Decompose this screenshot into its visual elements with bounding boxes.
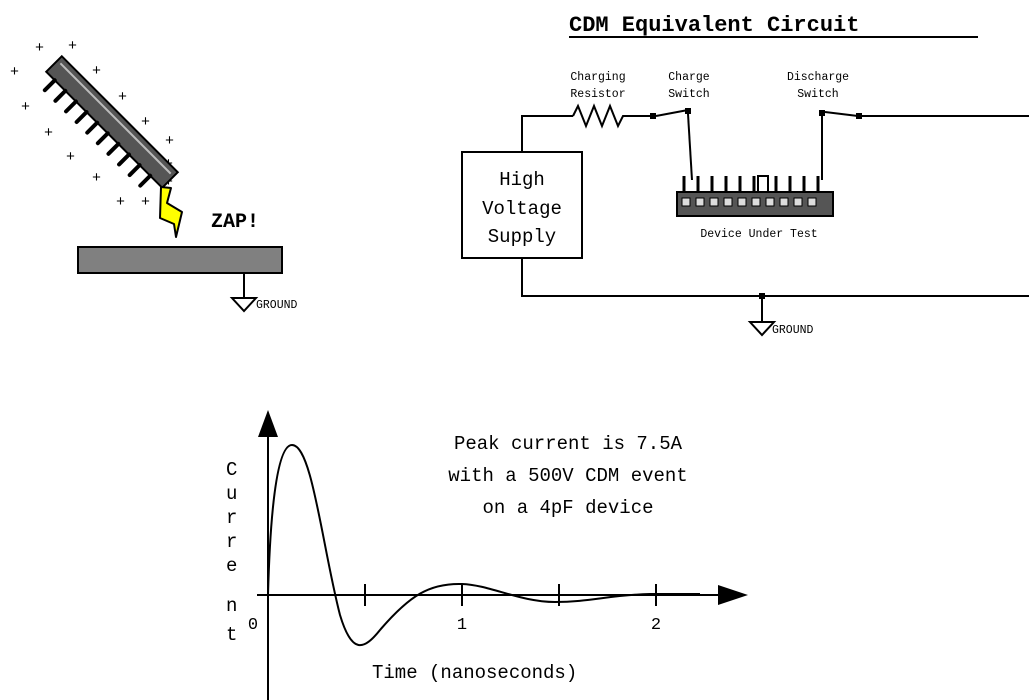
plus-signs: + + + + + + + + + + + + + + + [10, 38, 174, 211]
ground-icon [747, 321, 777, 337]
x-axis-arrow [718, 585, 748, 605]
graph-annotation-line: Peak current is 7.5A [454, 433, 683, 455]
supply-label-line: Supply [488, 226, 556, 248]
charge-switch-to-dut [687, 113, 693, 181]
y-axis-letter: n [226, 595, 237, 617]
x-tick-label: 0 [248, 616, 258, 635]
dut-notch [757, 175, 769, 192]
discharge-switch-contact [856, 113, 862, 119]
plus-sign: + [92, 170, 101, 187]
discharge-switch-pivot [819, 110, 825, 116]
plus-sign: + [21, 99, 30, 116]
y-axis-letter: t [226, 624, 237, 646]
dut-label: Device Under Test [700, 228, 817, 241]
discharge-switch-blade [824, 111, 859, 117]
device-under-test: Device Under Test [676, 175, 834, 241]
charging-resistor [572, 103, 652, 129]
charging-resistor-label: Resistor [570, 88, 625, 101]
charging-resistor-label: Charging [570, 71, 625, 84]
charge-switch-pivot [685, 108, 691, 114]
y-axis-letter: C [226, 459, 237, 481]
discharge-switch-label: Discharge [787, 71, 849, 84]
plus-sign: + [118, 89, 127, 106]
plus-sign: + [66, 149, 75, 166]
supply-label-line: Voltage [482, 198, 562, 220]
plus-sign: + [68, 38, 77, 55]
plus-sign: + [116, 194, 125, 211]
graph-annotation-line: with a 500V CDM event [448, 465, 687, 487]
supply-label-line: High [499, 169, 545, 191]
lightning-bolt-icon [159, 186, 183, 238]
ground-label: GROUND [256, 299, 298, 312]
tilted-chip [42, 54, 180, 190]
chip-pins [42, 78, 153, 188]
chip-body [44, 54, 180, 190]
ground-rail [521, 258, 1029, 297]
plus-sign: + [141, 194, 150, 211]
ground-icon [229, 297, 259, 313]
y-axis-letter: u [226, 483, 237, 505]
zap-label: ZAP! [211, 211, 259, 234]
y-axis-arrow [258, 410, 278, 437]
charged-device-illustration: + + + + + + + + + + + + + + + [10, 38, 298, 313]
plus-sign: + [10, 64, 19, 81]
plus-sign: + [92, 63, 101, 80]
plus-sign: + [165, 133, 174, 150]
dut-pins [682, 176, 820, 192]
current-waveform [267, 443, 700, 647]
plus-sign: + [35, 40, 44, 57]
supply-top-wire [521, 115, 573, 152]
graph-annotation-line: on a 4pF device [482, 497, 653, 519]
plus-sign: + [141, 114, 150, 131]
charge-switch-label: Charge [668, 71, 710, 84]
charge-switch-blade [655, 109, 689, 117]
x-tick-label: 1 [457, 616, 467, 635]
ground-plate [77, 246, 283, 274]
diagram-title: CDM Equivalent Circuit [569, 13, 859, 38]
discharge-switch-label: Switch [797, 88, 838, 101]
x-tick-label: 2 [651, 616, 661, 635]
dut-pin-windows [681, 197, 817, 207]
chip-highlight [59, 62, 172, 175]
charge-switch-label: Switch [668, 88, 709, 101]
y-axis-letter: r [226, 531, 237, 553]
charge-switch-contact [650, 113, 656, 119]
circuit-ground-label: GROUND [772, 324, 814, 337]
y-axis-letter: e [226, 555, 237, 577]
current-waveform-graph: 0 1 2 Time (nanoseconds) C u r r e n t P… [226, 410, 748, 700]
plus-sign: + [44, 125, 53, 142]
cdm-circuit: High Voltage Supply Charging Resistor Ch… [461, 71, 1029, 337]
y-axis-letter: r [226, 507, 237, 529]
x-axis-label: Time (nanoseconds) [372, 662, 577, 684]
